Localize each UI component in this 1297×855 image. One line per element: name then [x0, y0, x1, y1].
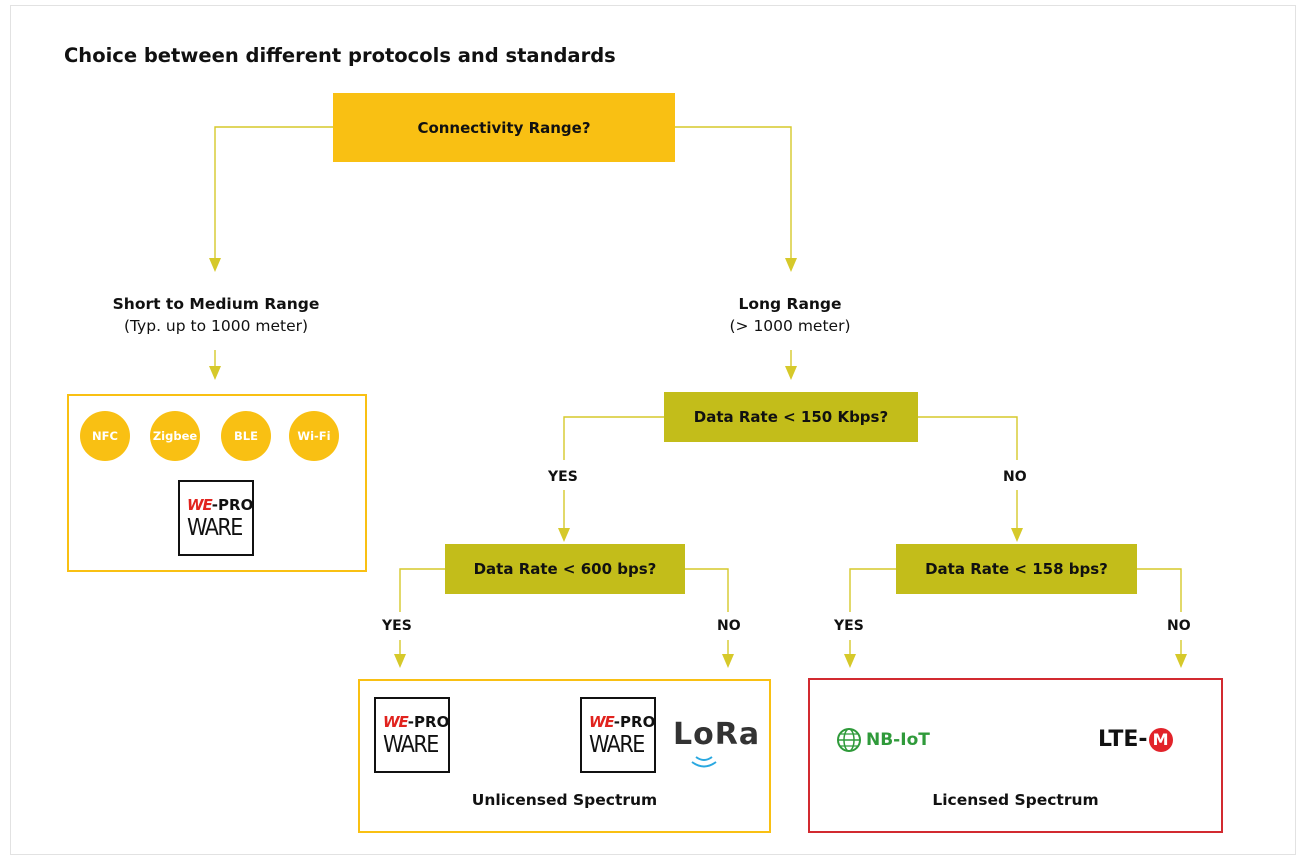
unlicensed-spectrum-caption: Unlicensed Spectrum — [471, 791, 658, 809]
we-proware-logo: WE-PRO WARE — [178, 480, 254, 556]
lora-logo-text: LoRa — [673, 717, 761, 752]
logo-we-text: WE — [187, 496, 213, 514]
connector-line — [918, 416, 1018, 460]
licensed-spectrum-panel: Licensed Spectrum — [808, 678, 1223, 833]
decision-box-150kbps: Data Rate < 150 Kbps? — [664, 392, 918, 442]
nb-iot-logo: NB-IoT — [836, 727, 930, 753]
protocol-chip-nfc: NFC — [80, 411, 130, 461]
short-range-sub: (Typ. up to 1000 meter) — [123, 317, 309, 335]
unlicensed-spectrum-panel: Unlicensed Spectrum — [358, 679, 771, 833]
diagram-title: Choice between different protocols and s… — [64, 44, 616, 67]
decision-box-158bps: Data Rate < 158 bps? — [896, 544, 1137, 594]
branch-label-150kbps-no: NO — [1003, 469, 1027, 485]
lte-m-logo-text: LTE- — [1098, 727, 1148, 752]
nb-iot-logo-text: NB-IoT — [866, 730, 930, 750]
arrowhead-icon — [1011, 528, 1023, 542]
arrowhead-icon — [209, 258, 221, 272]
logo-ware-text: WARE — [187, 515, 243, 541]
lora-logo: LoRa — [673, 717, 760, 752]
licensed-spectrum-caption: Licensed Spectrum — [932, 791, 1099, 809]
arrowhead-icon — [722, 654, 734, 668]
protocol-chip-zigbee: Zigbee — [150, 411, 200, 461]
branch-label-600bps-yes: YES — [382, 618, 412, 634]
branch-label-158bps-no: NO — [1167, 618, 1191, 634]
connector-line — [399, 568, 445, 612]
decision-label-150kbps: Data Rate < 150 Kbps? — [693, 408, 889, 426]
decision-label-600bps: Data Rate < 600 bps? — [473, 560, 657, 578]
short-range-protocol-panel — [67, 394, 367, 572]
arrowhead-icon — [785, 258, 797, 272]
long-range-name: Long Range — [738, 295, 842, 313]
lte-m-logo: LTE- M — [1098, 727, 1173, 752]
protocol-chip-ble: BLE — [221, 411, 271, 461]
branch-label-158bps-yes: YES — [834, 618, 864, 634]
logo-pro-text: -PRO — [407, 713, 450, 731]
long-range-node: Long Range (> 1000 meter) — [690, 293, 890, 337]
arrowhead-icon — [394, 654, 406, 668]
arrowhead-icon — [785, 366, 797, 380]
arrowhead-icon — [209, 366, 221, 380]
long-range-sub: (> 1000 meter) — [729, 317, 851, 335]
branch-label-600bps-no: NO — [717, 618, 741, 634]
connector-line — [563, 416, 664, 460]
globe-icon — [837, 728, 861, 752]
arrowhead-icon — [558, 528, 570, 542]
protocol-chip-wifi: Wi-Fi — [289, 411, 339, 461]
branch-label-150kbps-yes: YES — [548, 469, 578, 485]
decision-label-158bps: Data Rate < 158 bps? — [925, 560, 1108, 578]
short-range-node: Short to Medium Range (Typ. up to 1000 m… — [86, 293, 346, 337]
logo-we-text: WE — [383, 713, 409, 731]
short-range-name: Short to Medium Range — [112, 295, 320, 313]
logo-ware-text: WARE — [589, 732, 645, 758]
logo-pro-text: -PRO — [211, 496, 254, 514]
we-proware-logo: WE-PRO WARE — [580, 697, 656, 773]
we-proware-logo: WE-PRO WARE — [374, 697, 450, 773]
connector-line — [214, 126, 333, 258]
logo-ware-text: WARE — [383, 732, 439, 758]
connector-line — [685, 568, 729, 612]
lora-waves-icon — [691, 756, 717, 768]
decision-box-600bps: Data Rate < 600 bps? — [445, 544, 685, 594]
logo-we-text: WE — [589, 713, 615, 731]
root-decision-box: Connectivity Range? — [333, 93, 675, 162]
root-decision-label: Connectivity Range? — [417, 118, 591, 137]
connector-line — [1137, 568, 1182, 612]
lte-m-badge-icon: M — [1148, 727, 1173, 752]
connector-line — [849, 568, 896, 612]
arrowhead-icon — [844, 654, 856, 668]
logo-pro-text: -PRO — [613, 713, 656, 731]
connector-line — [675, 126, 792, 258]
arrowhead-icon — [1175, 654, 1187, 668]
